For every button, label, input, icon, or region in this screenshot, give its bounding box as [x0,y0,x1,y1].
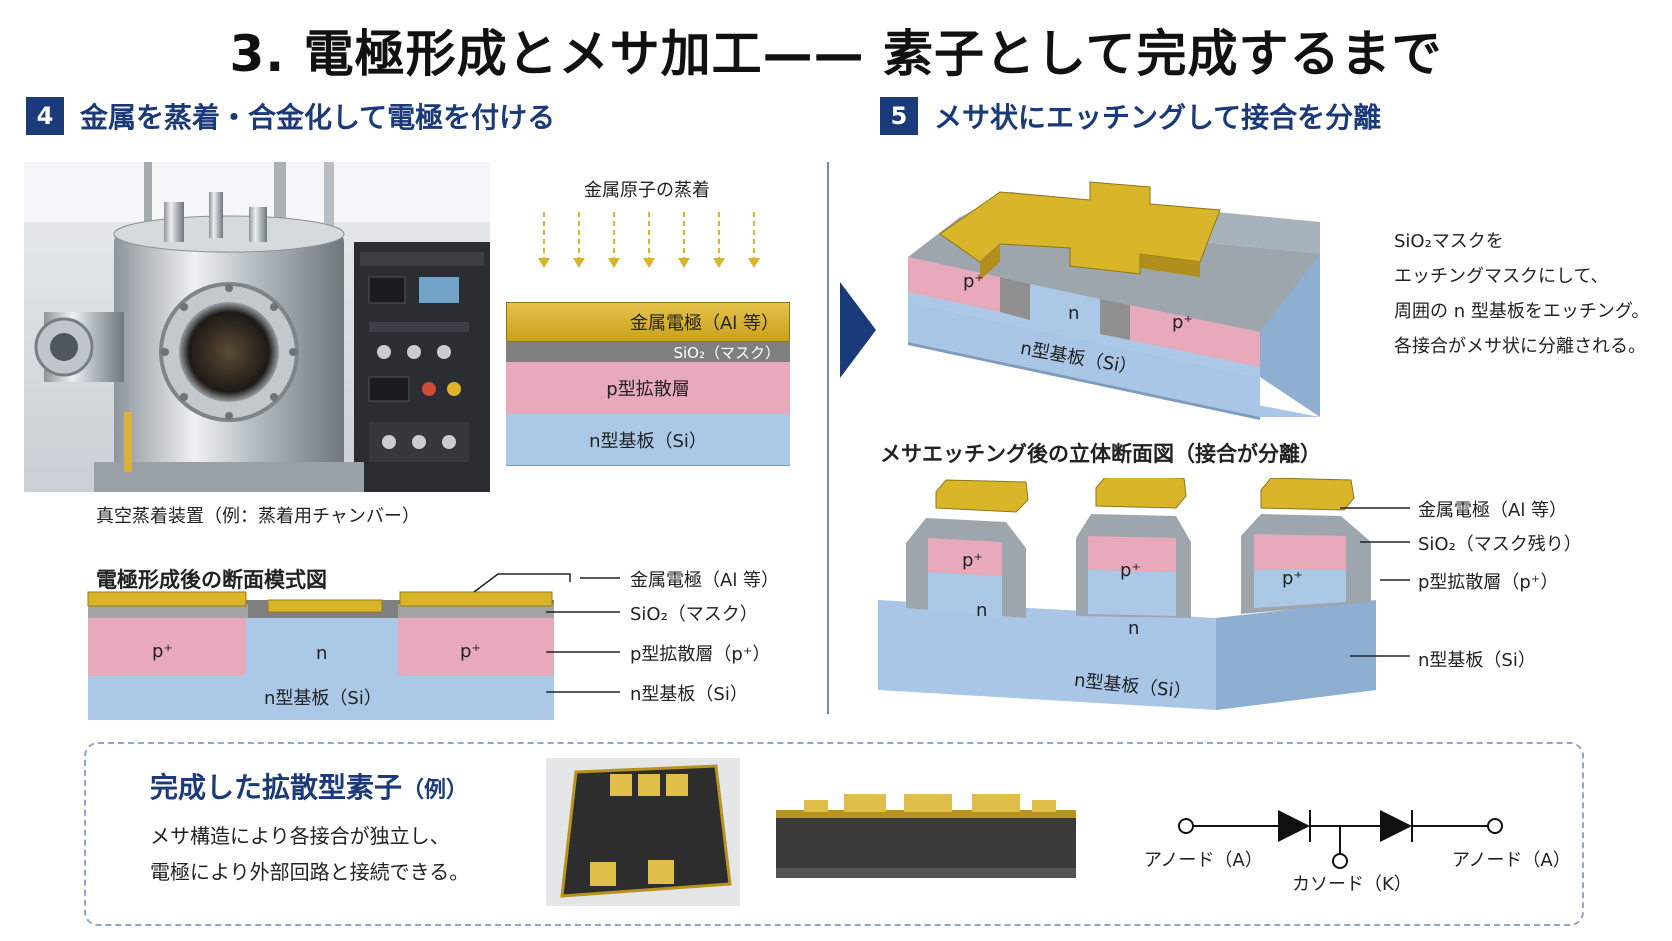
desc-line-3: 周囲の n 型基板をエッチング。 [1394,301,1650,322]
cs-callout-substrate: n型基板（Si） [630,684,748,705]
cs-p-right: p⁺ [460,641,481,662]
device-photo-side [776,794,1076,878]
cathode-label: カソード（K） [1292,874,1412,895]
cs-n-center: n [316,643,328,664]
desc-line-2: エッチングマスクにして、 [1394,266,1609,287]
mesa-p1: p⁺ [962,550,983,571]
finished-device-panel [84,742,1584,926]
cs-callout-metal: 金属電極（Al 等） [630,570,780,591]
finished-title: 完成した拡散型素子（例） [150,766,468,806]
finished-description: メサ構造により各接合が独立し、 電極により外部回路と接続できる。 [150,818,469,890]
mesa-diagram [878,478,1376,710]
mesa-callout-metal: 金属電極（Al 等） [1418,500,1568,521]
page-title: 3. 電極形成とメサ加工—— 素子として完成するまで [229,25,1443,83]
section-5-header: 5 メサ状にエッチングして接合を分離 [880,96,1381,136]
next-step-arrow [840,282,876,378]
top-p-left: p⁺ [963,271,984,292]
section-5-number: 5 [880,97,918,135]
cross-section-diagram [87,573,571,720]
mesa-p2: p⁺ [1120,560,1141,581]
mesa-callout-substrate: n型基板（Si） [1418,650,1536,671]
stack-p-layer: p型拡散層 [506,362,790,414]
stack-metal-layer: 金属電極（Al 等） [506,302,790,342]
finished-title-text: 完成した拡散型素子 [150,771,403,804]
mesa-callout-sio2: SiO₂（マスク残り） [1418,534,1582,555]
anode-left-label: アノード（A） [1144,850,1263,871]
stack-sio2-layer: SiO₂（マスク） [506,342,790,362]
section-4-number: 4 [26,97,64,135]
cross-section-leaders [546,577,620,693]
evaporation-arrows [538,212,760,268]
section-5-title: メサ状にエッチングして接合を分離 [934,101,1382,134]
stack-metal-label: 金属電極（Al 等） [629,313,779,334]
finished-desc-line-2: 電極により外部回路と接続できる。 [150,860,470,884]
photo-caption: 真空蒸着装置（例：蒸着用チャンバー） [96,506,420,527]
mesa-p3: p⁺ [1282,568,1303,589]
desc-line-4: 各接合がメサ状に分離される。 [1394,336,1646,357]
diode-schematic [1178,810,1503,869]
mesa-callout-p: p型拡散層（p⁺） [1418,572,1559,593]
etched-block-diagram [908,181,1320,420]
cs-substrate: n型基板（Si） [264,688,382,709]
mesa-n1: n [976,600,988,621]
finished-desc-line-1: メサ構造により各接合が独立し、 [150,824,450,848]
mesa-leaders [1340,507,1410,657]
top-p-right: p⁺ [1172,312,1193,333]
section-4-header: 4 金属を蒸着・合金化して電極を付ける [26,96,555,136]
device-photo-top [546,758,740,906]
section-4-title: 金属を蒸着・合金化して電極を付ける [80,101,556,134]
section-5-description: SiO₂マスクを エッチングマスクにして、 周囲の n 型基板をエッチング。 各… [1394,224,1649,364]
mesa-n2: n [1128,618,1140,639]
stack-substrate-layer: n型基板（Si） [506,414,790,466]
cs-p-left: p⁺ [152,641,173,662]
anode-right-label: アノード（A） [1452,850,1571,871]
stack-sio2-label: SiO₂（マスク） [673,343,780,362]
top-n-center: n [1068,303,1080,324]
desc-line-1: SiO₂マスクを [1394,231,1504,252]
section-divider [827,162,829,714]
vacuum-chamber-photo [24,162,490,492]
finished-title-suffix: （例） [402,778,469,803]
cs-callout-p: p型拡散層（p⁺） [630,644,771,665]
cross-section-title: 電極形成後の断面模式図 [96,568,327,592]
mesa-title: メサエッチング後の立体断面図（接合が分離） [880,442,1321,466]
cs-callout-sio2: SiO₂（マスク） [630,604,758,625]
stack-substrate-label: n型基板（Si） [589,430,707,452]
stack-p-label: p型拡散層 [606,379,690,400]
evaporation-label: 金属原子の蒸着 [584,180,710,201]
